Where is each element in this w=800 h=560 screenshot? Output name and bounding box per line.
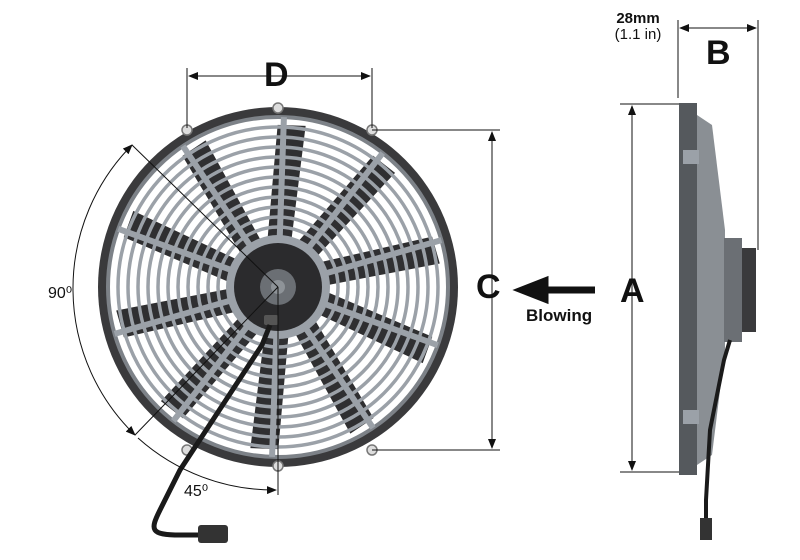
grille-spokes [113,116,443,458]
side-wire [704,339,732,520]
angle-90-label: 90⁰ [48,285,73,302]
grille-spoke [180,144,253,248]
grille-spoke [117,226,233,273]
fan-front-view [98,102,458,543]
power-wire [151,324,273,538]
grille-spoke [306,151,386,250]
dimension-d [186,68,373,128]
wire-connector [198,525,228,543]
dimension-b [677,20,759,250]
side-motor [724,238,742,342]
angle-45-label: 45⁰ [184,483,209,500]
grille-spoke [276,116,287,238]
fan-blade [250,336,289,450]
grille-spoke [269,336,280,458]
dimension-a-label: A [620,272,645,310]
dimension-a [620,103,690,473]
grille-spoke [325,237,443,277]
dimension-b-mm: 28mm [616,10,660,27]
dimension-b-label: B [706,34,731,72]
dimension-d-label: D [264,56,289,94]
side-motor-cap [742,248,756,332]
fan-blade [267,124,306,238]
grille-spoke [170,324,250,423]
airflow-label: Blowing [526,306,593,325]
dimension-c [372,129,500,451]
dimension-b-in: (1.1 in) [614,26,662,43]
mounting-holes [181,102,378,472]
fan-side-view [679,103,756,540]
side-connector [700,518,712,540]
dimension-c-label: C [476,268,501,306]
side-grille [697,115,725,465]
arrow-left-icon [512,275,595,305]
mounting-hole [272,102,284,114]
side-bracket [683,150,699,164]
connector-plug [264,315,278,325]
grille-spoke [323,301,439,348]
angle-annotation [72,144,279,495]
side-bracket [683,410,699,424]
grille-spoke [303,326,376,430]
side-shroud [679,103,697,475]
